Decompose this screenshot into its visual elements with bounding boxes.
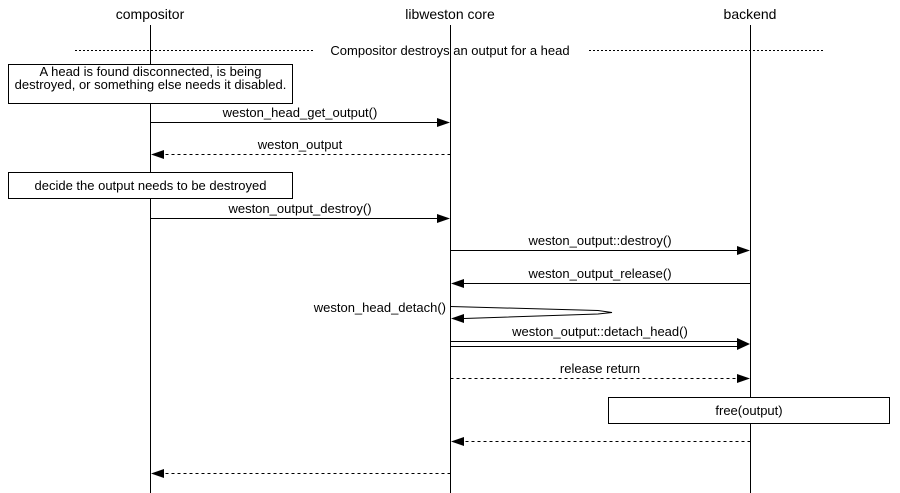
action-box-free-output: free(output) [608,397,890,424]
arrow-weston-output-destroy [150,214,450,223]
arrow-return-to-compositor [151,469,451,478]
actor-label-compositor: compositor [115,6,185,22]
message-label-weston-output-destroy: weston_output_destroy() [228,201,372,216]
message-label-weston-head-detach: weston_head_detach() [313,300,446,315]
message-label-weston-output-destroy-vfunc: weston_output::destroy() [528,233,672,248]
actor-label-libweston-core: libweston core [405,6,495,22]
arrow-weston-output-return [151,150,451,159]
arrow-release-return [450,374,750,383]
divider-label: Compositor destroys an output for a head [330,43,570,58]
message-label-release-return: release return [559,361,641,376]
arrow-return-to-core [451,437,751,446]
arrow-weston-head-get-output [150,118,450,127]
arrow-weston-output-release [451,279,751,288]
arrow-weston-head-detach-self [450,306,613,323]
actor-label-backend: backend [723,6,777,22]
message-label-weston-output-release: weston_output_release() [528,266,672,281]
message-label-weston-output-detach-head: weston_output::detach_head() [512,324,688,339]
arrow-weston-output-destroy-vfunc [450,246,750,255]
note-decide-destroy: decide the output needs to be destroyed [8,172,293,199]
note-head-disconnected: A head is found disconnected, is being d… [8,64,293,104]
message-label-weston-head-get-output: weston_head_get_output() [222,105,378,120]
arrow-weston-output-detach-head [450,338,750,350]
message-label-weston-output: weston_output [257,137,343,152]
